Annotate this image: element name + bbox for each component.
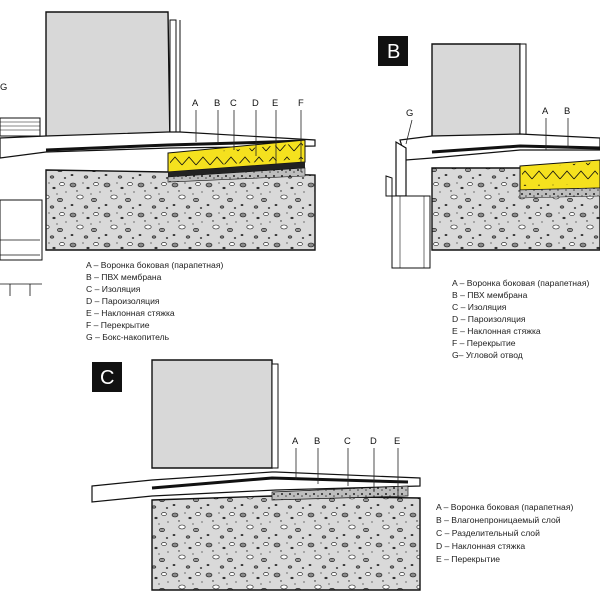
parapet-wall-c (151, 359, 273, 469)
legend-c: A – Воронка боковая (парапетная) B – Вла… (436, 502, 573, 564)
membrane-line-a (45, 139, 306, 152)
legend-a-line: D – Пароизоляция (86, 296, 160, 306)
membrane-line-b (431, 144, 600, 154)
legend-b: A – Воронка боковая (парапетная) B – ПВХ… (452, 278, 589, 360)
legend-b-line: E – Наклонная стяжка (452, 326, 541, 336)
vapor-barrier-a (168, 162, 305, 177)
legend-a-line: E – Наклонная стяжка (86, 308, 175, 318)
legend-b-line: A – Воронка боковая (парапетная) (452, 278, 589, 288)
legend-c-line: E – Перекрытие (436, 554, 500, 564)
drain-flange-b (519, 43, 527, 141)
legend-a-line: B – ПВХ мембрана (86, 272, 162, 282)
downpipe-b (391, 195, 431, 269)
letter-e3: E (394, 435, 400, 446)
letter-b1: B (214, 97, 220, 108)
legend-a-line: G – Бокс-накопитель (86, 332, 170, 342)
letter-c1: C (230, 97, 237, 108)
letter-d1: D (252, 97, 259, 108)
letter-c3: C (344, 435, 351, 446)
panel-b: B G A B A – Воронка боковая (парапетная)… (378, 36, 600, 360)
parapet-wall-a (45, 11, 171, 147)
legend-c-line: B – Влагонепроницаемый слой (436, 515, 561, 525)
legend-a-line: F – Перекрытие (86, 320, 150, 330)
letter-f1: F (298, 97, 304, 108)
legend-b-line: F – Перекрытие (452, 338, 516, 348)
badge-c (92, 362, 122, 392)
badge-b (378, 36, 408, 66)
letter-g2: G (406, 107, 413, 118)
letter-a1: A (192, 97, 199, 108)
floor-slab-c (151, 495, 421, 591)
parapet-wall-b (431, 43, 521, 141)
letter-a2: A (542, 105, 549, 116)
panel-c: C A B C D E A – Воронка боковая (парапет… (91, 359, 573, 591)
legend-b-line: D – Пароизоляция (452, 314, 526, 324)
box-collector-body (0, 199, 43, 261)
legend-c-line: C – Разделительный слой (436, 528, 540, 538)
panel-a: A B C D E F G A – Воронка боковая (парап… (0, 11, 316, 342)
legend-c-line: D – Наклонная стяжка (436, 541, 525, 551)
box-collector-top (0, 117, 41, 137)
legend-a-line: A – Воронка боковая (парапетная) (86, 260, 223, 270)
legend-a-line: C – Изоляция (86, 284, 141, 294)
badge-c-label: C (100, 367, 114, 389)
badge-b-label: B (387, 41, 400, 63)
corner-outlet (395, 140, 407, 197)
legend-b-line: C – Изоляция (452, 302, 507, 312)
screed-b (519, 187, 600, 199)
letter-a3: A (292, 435, 299, 446)
letter-e1: E (272, 97, 278, 108)
floor-slab-a (45, 169, 316, 251)
screed-a (167, 167, 306, 183)
membrane-line-c (151, 476, 409, 490)
letter-b3: B (314, 435, 320, 446)
drain-flange-a (169, 19, 177, 147)
letter-g1: G (0, 81, 7, 92)
legend-b-line: G– Угловой отвод (452, 350, 523, 360)
legend-c-line: A – Воронка боковая (парапетная) (436, 502, 573, 512)
letter-b2: B (564, 105, 570, 116)
legend-a: A – Воронка боковая (парапетная) B – ПВХ… (86, 260, 223, 342)
drain-flange-c (271, 363, 279, 469)
legend-b-line: B – ПВХ мембрана (452, 290, 528, 300)
letter-d3: D (370, 435, 377, 446)
